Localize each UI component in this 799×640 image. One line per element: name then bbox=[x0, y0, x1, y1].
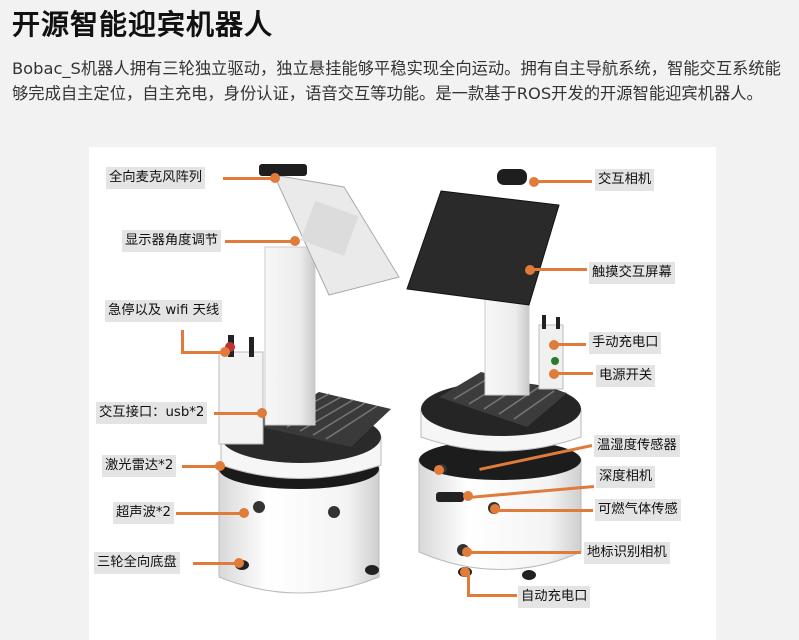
leader-line bbox=[181, 330, 184, 354]
left-robot bbox=[218, 164, 400, 594]
leader-line bbox=[176, 512, 244, 515]
leader-dot bbox=[490, 504, 500, 514]
leader-dot bbox=[290, 236, 300, 246]
label-lidar: 激光雷达*2 bbox=[102, 455, 177, 477]
leader-dot bbox=[549, 369, 559, 379]
label-usb-port: 交互接口：usb*2 bbox=[96, 402, 208, 424]
leader-line bbox=[193, 562, 239, 565]
leader-line bbox=[497, 509, 593, 512]
page-title: 开源智能迎宾机器人 bbox=[12, 8, 274, 41]
label-estop-wifi: 急停以及 wifi 天线 bbox=[105, 300, 223, 322]
leader-dot bbox=[529, 177, 539, 187]
leader-dot bbox=[257, 408, 267, 418]
label-gas-sensor: 可燃气体传感 bbox=[595, 499, 681, 521]
leader-line bbox=[467, 571, 470, 597]
leader-dot bbox=[549, 340, 559, 350]
leader-dot bbox=[234, 558, 244, 568]
label-touchscreen: 触摸交互屏幕 bbox=[589, 262, 675, 284]
label-chassis: 三轮全向底盘 bbox=[94, 552, 180, 574]
leader-dot bbox=[215, 461, 225, 471]
leader-dot bbox=[525, 265, 535, 275]
leader-dot bbox=[434, 465, 444, 475]
leader-line bbox=[182, 465, 220, 468]
leader-line bbox=[556, 372, 593, 375]
leader-dot bbox=[270, 173, 280, 183]
leader-line bbox=[536, 180, 592, 183]
leader-line bbox=[556, 343, 586, 346]
robot-figure: 全向麦克风阵列 显示器角度调节 急停以及 wifi 天线 交互接口：usb*2 … bbox=[89, 147, 716, 640]
leader-line bbox=[469, 551, 581, 554]
label-depth-camera: 深度相机 bbox=[596, 466, 656, 488]
intro-paragraph: Bobac_S机器人拥有三轮独立驱动，独立悬挂能够平稳实现全向运动。拥有自主导航… bbox=[12, 59, 781, 103]
label-mic-array: 全向麦克风阵列 bbox=[106, 167, 206, 189]
leader-line bbox=[223, 177, 275, 180]
leader-line bbox=[225, 240, 295, 243]
right-robot bbox=[406, 169, 582, 580]
label-manual-charge: 手动充电口 bbox=[589, 332, 662, 354]
leader-dot bbox=[460, 567, 470, 577]
label-power-switch: 电源开关 bbox=[596, 365, 656, 387]
label-display-angle: 显示器角度调节 bbox=[122, 230, 222, 252]
leader-dot bbox=[463, 491, 473, 501]
label-auto-charge: 自动充电口 bbox=[518, 586, 591, 608]
label-camera: 交互相机 bbox=[595, 169, 655, 191]
label-ultrasonic: 超声波*2 bbox=[113, 502, 174, 524]
leader-dot bbox=[462, 547, 472, 557]
leader-line bbox=[467, 594, 517, 597]
leader-line bbox=[532, 268, 587, 271]
label-temp-sensor: 温湿度传感器 bbox=[594, 435, 680, 457]
robot-illustration bbox=[218, 164, 582, 594]
leader-dot bbox=[239, 508, 249, 518]
leader-line bbox=[181, 351, 225, 354]
label-landmark-camera: 地标识别相机 bbox=[584, 542, 670, 564]
leader-line bbox=[214, 412, 262, 415]
leader-dot bbox=[220, 347, 230, 357]
